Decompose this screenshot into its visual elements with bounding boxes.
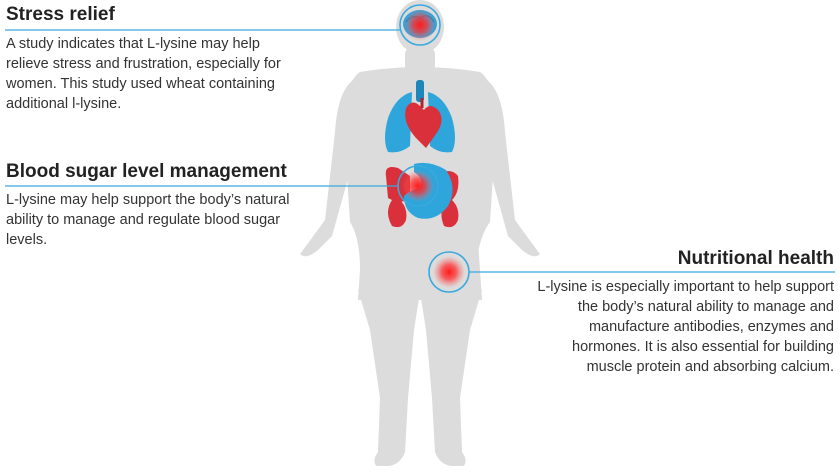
callout-nutritional-health: Nutritional health L-lysine is especiall… bbox=[534, 247, 834, 377]
callout-blood-sugar: Blood sugar level management L-lysine ma… bbox=[6, 160, 306, 250]
hotspot-blood-sugar bbox=[397, 165, 439, 207]
callout-stress-relief: Stress relief A study indicates that L-l… bbox=[6, 3, 306, 114]
callout-body: L-lysine may help support the body’s nat… bbox=[6, 192, 290, 248]
hotspot-stress bbox=[399, 4, 441, 46]
callout-body: A study indicates that L-lysine may help… bbox=[6, 36, 281, 112]
callout-body: L-lysine is especially important to help… bbox=[537, 279, 834, 375]
human-body-silhouette bbox=[300, 0, 540, 466]
callout-title: Blood sugar level management bbox=[6, 161, 287, 182]
callout-title: Stress relief bbox=[6, 4, 115, 25]
hotspot-nutritional bbox=[428, 251, 470, 293]
lungs-icon bbox=[385, 80, 455, 153]
heart-icon bbox=[405, 98, 442, 148]
callout-title: Nutritional health bbox=[677, 248, 834, 269]
